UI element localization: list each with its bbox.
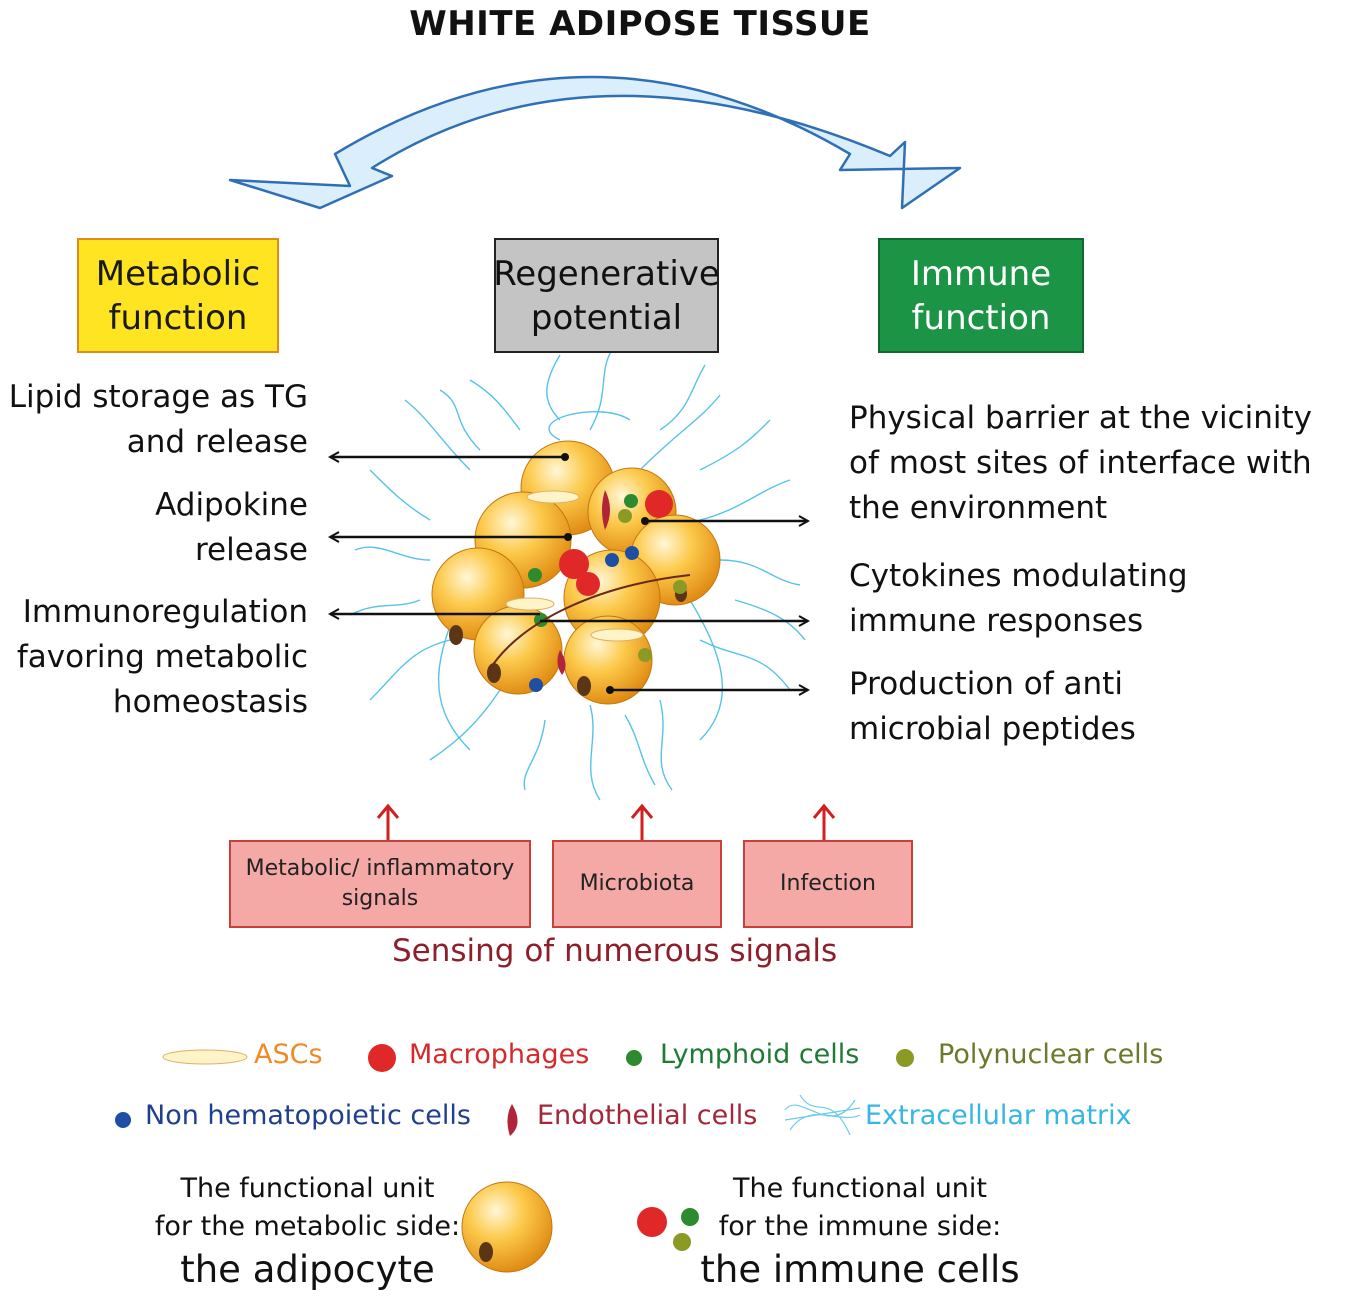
metabolic-unit-line2: for the metabolic side: [154, 1211, 461, 1242]
cytokines-text: Cytokines modulating immune responses [849, 558, 1188, 639]
sensing-caption: Sensing of numerous signals [392, 933, 838, 969]
curved-double-arrow [228, 75, 962, 210]
function-arrows [330, 457, 808, 690]
metabolic-signals-box: Metabolic/ inflammatory signals [229, 840, 531, 928]
immune-unit-line1: The functional unit [732, 1173, 988, 1204]
physical-barrier-text: Physical barrier at the vicinity of most… [849, 400, 1312, 526]
signal-arrows [376, 803, 836, 840]
adipocyte-cluster [431, 440, 721, 705]
legend-macrophages: Macrophages [409, 1039, 590, 1070]
legend-endothelial: Endothelial cells [537, 1100, 758, 1131]
metabolic-function-box: Metabolic function [77, 238, 279, 353]
legend-ascs: ASCs [254, 1039, 323, 1070]
microbiota-box: Microbiota [552, 840, 722, 928]
legend-polynuclear: Polynuclear cells [938, 1039, 1164, 1070]
immune-unit-line2: for the immune side: [718, 1211, 1002, 1242]
antimicrobial-text: Production of anti microbial peptides [849, 666, 1136, 747]
legend-ecm: Extracellular matrix [865, 1100, 1132, 1131]
immune-unit-caption: The functional unit for the immune side:… [700, 1170, 1020, 1294]
immune-unit-name: the immune cells [700, 1248, 1020, 1291]
diagram-title: WHITE ADIPOSE TISSUE [409, 4, 871, 44]
extracellular-matrix-fibers [349, 349, 806, 801]
metabolic-unit-name: the adipocyte [180, 1248, 435, 1291]
lipid-storage-text: Lipid storage as TG and release [8, 379, 308, 460]
legend-lymphoid: Lymphoid cells [660, 1039, 860, 1070]
adipokine-text: Adipokine release [155, 487, 308, 568]
adipocyte [473, 605, 563, 695]
immune-function-box: Immune function [878, 238, 1084, 353]
immunoregulation-text: Immunoregulation favoring metabolic home… [16, 594, 308, 720]
legend-icons [115, 1044, 914, 1273]
metabolic-unit-line1: The functional unit [180, 1173, 435, 1204]
regenerative-potential-box: Regenerative potential [493, 238, 720, 353]
metabolic-unit-caption: The functional unit for the metabolic si… [150, 1170, 465, 1294]
legend-non-hematopoietic: Non hematopoietic cells [145, 1100, 471, 1131]
infection-box: Infection [743, 840, 913, 928]
